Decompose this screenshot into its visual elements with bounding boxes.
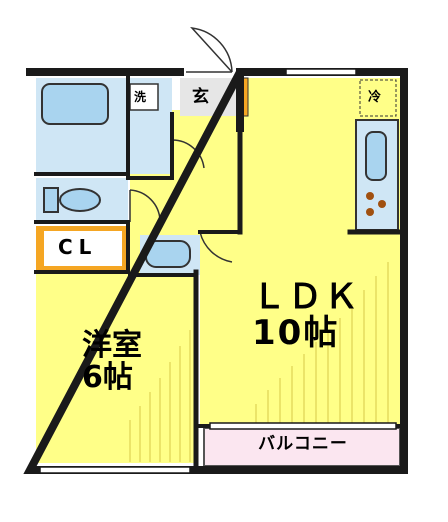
room-label-balcony: バルコニー xyxy=(258,434,348,454)
toilet-door xyxy=(129,189,161,222)
entrance-door xyxy=(186,26,233,73)
label-washer: 洗 xyxy=(134,90,147,104)
room-label-closet: CL xyxy=(58,235,98,259)
fridge-space xyxy=(359,79,397,117)
vanity xyxy=(128,114,172,174)
label-fridge: 冷 xyxy=(368,90,382,105)
burner xyxy=(378,200,386,208)
washer-box xyxy=(129,83,159,111)
bedroom-hatch xyxy=(129,330,191,462)
room-label-entrance: 玄 xyxy=(192,87,209,107)
toilet-bowl xyxy=(59,188,101,212)
windows xyxy=(39,68,397,474)
bathtub xyxy=(41,83,109,125)
burner xyxy=(366,208,374,216)
closet-inner xyxy=(44,231,122,266)
room-label-ldk: ＬＤＫ 10帖 xyxy=(252,277,360,353)
sink xyxy=(365,131,387,181)
ldk-hatch xyxy=(255,262,389,424)
burner xyxy=(366,192,374,200)
room-label-bedroom: 洋室 6帖 xyxy=(82,328,142,395)
toilet-tank xyxy=(43,187,59,213)
